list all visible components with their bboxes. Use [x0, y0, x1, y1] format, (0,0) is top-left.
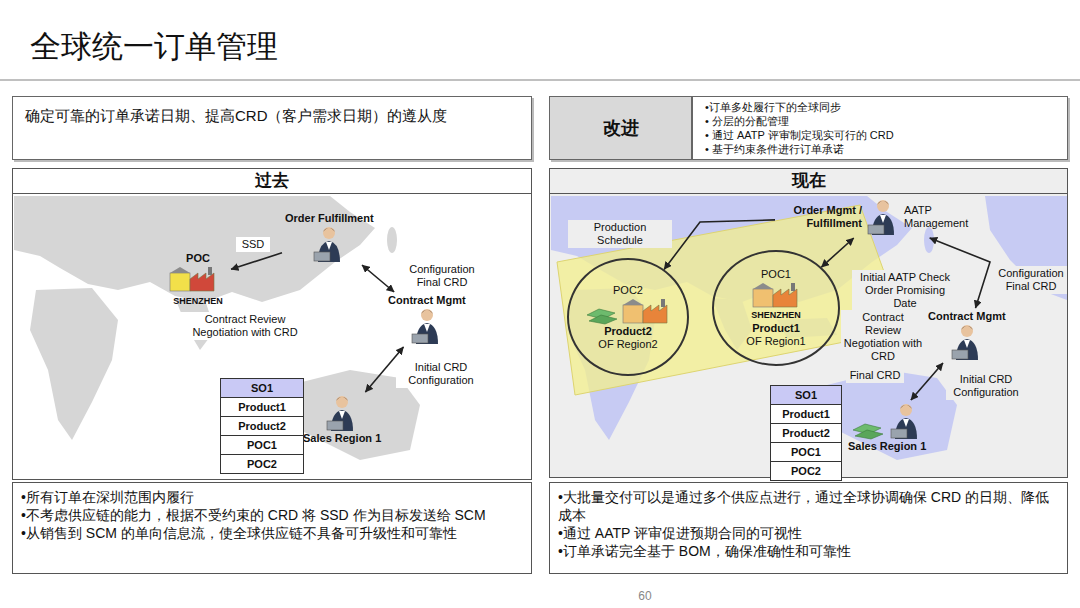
- node-text: •通过 AATP 评审促进预期合同的可视性: [558, 524, 1059, 542]
- node-text: Order Fulfillment: [285, 212, 374, 225]
- connector-arrow: [231, 253, 282, 269]
- role-node: Sales Region 1: [845, 400, 929, 455]
- connector-arrow: [911, 363, 943, 400]
- improve-list: •订单多处履行下的全球同步• 分层的分配管理• 通过 AATP 评审制定现实可行…: [692, 96, 1068, 160]
- panel-heading: 现在: [550, 169, 1067, 194]
- node-text: AATP Management: [904, 204, 976, 230]
- table-cell: POC2: [221, 454, 303, 473]
- goal-box: 确定可靠的订单承诺日期、提高CRD（客户需求日期）的遵从度: [12, 96, 532, 160]
- order-table: SO1Product1Product2POC1POC2: [770, 385, 842, 481]
- site-node: POC SHENZHEN: [165, 250, 231, 310]
- node-text: •从销售到 SCM 的单向信息流，使全球供应链不具备可升级性和可靠性: [21, 524, 523, 542]
- node-text: POC: [186, 252, 210, 265]
- role-node: Contract Mgmt: [925, 308, 1009, 363]
- edge-label: Initial CRD Configuration: [946, 372, 1026, 400]
- order-table: SO1Product1Product2POC1POC2: [220, 378, 304, 474]
- node-text: • 通过 AATP 评审制定现实可行的 CRD: [705, 128, 1055, 142]
- node-text: •所有订单在深圳范围内履行: [21, 488, 523, 506]
- node-text: •大批量交付可以是通过多个供应点进行，通过全球协调确保 CRD 的日期、降低成本: [558, 488, 1059, 524]
- table-cell: Product2: [221, 416, 303, 435]
- panel-heading: 过去: [13, 169, 531, 194]
- role-node: Contract Mgmt: [385, 292, 469, 347]
- node-text: • 分层的分配管理: [705, 114, 1055, 128]
- table-cell: POC2: [771, 461, 841, 480]
- node-text: Sales Region 1: [303, 432, 381, 445]
- node-text: Product1: [752, 322, 800, 335]
- table-cell: SO1: [221, 379, 303, 397]
- page-title: 全球统一订单管理: [30, 28, 278, 66]
- illustration-icon: [751, 281, 801, 309]
- note-label: Final CRD: [846, 368, 904, 383]
- table-cell: Product2: [771, 423, 841, 442]
- illustration-icon: [950, 323, 984, 361]
- connector-arrow: [821, 238, 853, 267]
- node-text: Contract Mgmt: [388, 294, 466, 307]
- role-node: Sales Region 1: [300, 392, 384, 447]
- edge-label: SSD: [236, 237, 270, 252]
- node-text: •不考虑供应链的能力，根据不受约束的 CRD 将 SSD 作为目标发送给 SCM: [21, 506, 523, 524]
- table-cell: Product1: [221, 397, 303, 416]
- illustration-icon: [410, 307, 444, 345]
- table-cell: POC1: [221, 435, 303, 454]
- illustration-icon: [168, 265, 228, 295]
- illustration-icon: [312, 225, 346, 263]
- node-text: • 基于约束条件进行订单承诺: [705, 142, 1055, 156]
- table-cell: POC1: [771, 442, 841, 461]
- node-text: Contract Mgmt: [928, 310, 1006, 323]
- node-text: •订单承诺完全基于 BOM，确保准确性和可靠性: [558, 542, 1059, 560]
- table-cell: SO1: [771, 386, 841, 404]
- past-notes: •所有订单在深圳范围内履行•不考虑供应链的能力，根据不受约束的 CRD 将 SS…: [12, 482, 532, 574]
- node-text: 确定可靠的订单承诺日期、提高CRD（客户需求日期）的遵从度: [25, 105, 519, 127]
- edge-label: Initial AATP Check Order Promising Date: [852, 270, 958, 311]
- node-text: SHENZHEN: [751, 309, 801, 322]
- present-panel: 现在 Order Mgmt / Fulfillment AATP Managemen…: [549, 168, 1068, 478]
- note-label: Contract Review Negotiation with CRD: [841, 310, 925, 364]
- present-notes: •大批量交付可以是通过多个供应点进行，通过全球协调确保 CRD 的日期、降低成本…: [549, 482, 1068, 574]
- connector-arrow: [362, 265, 394, 292]
- node-text: 改进: [603, 116, 639, 140]
- node-text: SHENZHEN: [173, 295, 223, 308]
- supply-circle: POC2Product2OF Region2: [567, 258, 689, 376]
- node-text: Sales Region 1: [848, 440, 926, 453]
- note-label: Contract Review Negotiation with CRD: [180, 312, 310, 340]
- illustration-icon: [325, 394, 359, 432]
- node-text: OF Region1: [746, 335, 805, 348]
- table-cell: Product1: [771, 404, 841, 423]
- role-node: Order Mgmt / Fulfillment AATP Management: [775, 196, 979, 238]
- improve-heading: 改进: [549, 96, 692, 160]
- role-node: Order Fulfillment: [282, 210, 377, 265]
- supply-circle: POC1SHENZHENProduct1OF Region1: [712, 250, 840, 366]
- node-text: Product2: [604, 325, 652, 338]
- node-text: OF Region2: [598, 338, 657, 351]
- illustration-icon: [866, 198, 900, 236]
- edge-label: Configuration Final CRD: [394, 262, 490, 290]
- page-number: 60: [625, 589, 665, 604]
- node-text: POC1: [761, 268, 791, 281]
- connector-arrow: [664, 220, 775, 270]
- illustration-icon: [851, 402, 923, 440]
- edge-label: Production Schedule: [568, 220, 672, 248]
- node-text: •订单多处履行下的全球同步: [705, 100, 1055, 114]
- illustration-icon: [585, 297, 671, 325]
- edge-label: Initial CRD Configuration: [396, 360, 486, 388]
- node-text: POC2: [613, 284, 643, 297]
- node-text: Order Mgmt / Fulfillment: [778, 204, 862, 230]
- edge-label: Configuration Final CRD: [995, 266, 1067, 294]
